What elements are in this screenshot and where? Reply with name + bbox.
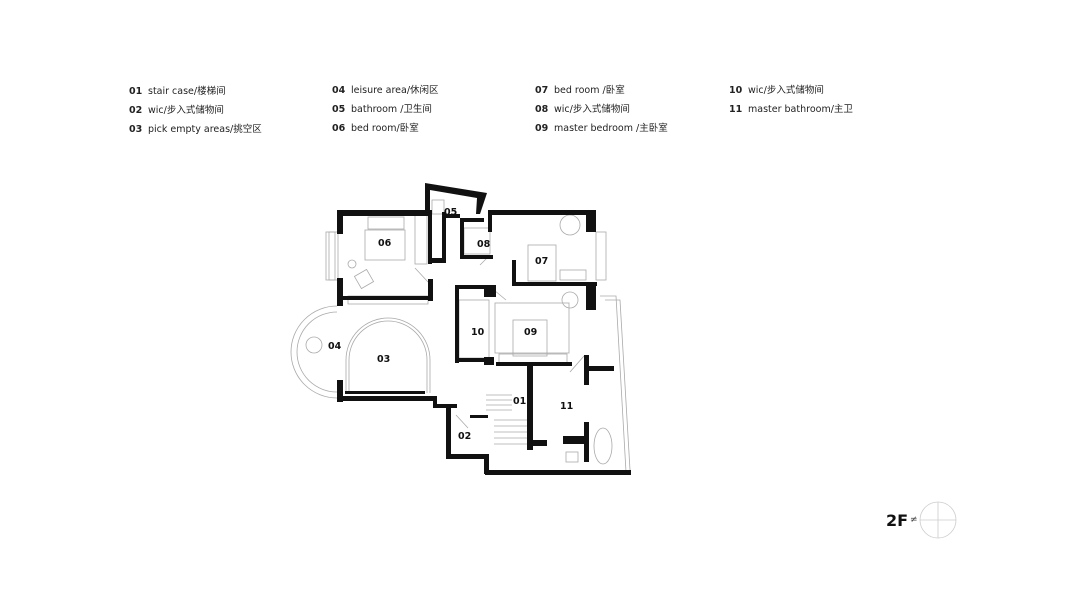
- compass-icon: [919, 501, 957, 539]
- legend-number: 10: [729, 85, 743, 96]
- room-label-04: 04: [328, 341, 342, 352]
- legend-label: bed room/卧室: [351, 123, 419, 134]
- legend-number: 02: [129, 105, 143, 116]
- walls: [337, 183, 631, 475]
- legend-number: 11: [729, 104, 743, 115]
- legend-item-08: 08 wic/步入式储物间: [535, 104, 630, 116]
- legend-label: stair case/楼梯间: [148, 86, 226, 97]
- room-label-10: 10: [471, 327, 485, 338]
- stairs: [486, 394, 527, 445]
- legend-item-03: 03 pick empty areas/挑空区: [129, 124, 262, 136]
- legend-item-06: 06 bed room/卧室: [332, 123, 419, 135]
- legend-number: 01: [129, 86, 143, 97]
- room-label-11: 11: [560, 401, 573, 412]
- legend-label: bathroom /卫生间: [351, 104, 432, 115]
- legend-number: 07: [535, 85, 549, 96]
- legend-item-05: 05 bathroom /卫生间: [332, 104, 432, 116]
- thin-lines: [290, 199, 631, 473]
- room-label-03: 03: [377, 354, 390, 365]
- room-label-07: 07: [535, 256, 548, 267]
- legend-label: master bedroom /主卧室: [554, 123, 668, 134]
- room-label-02: 02: [458, 431, 471, 442]
- legend-number: 09: [535, 123, 549, 134]
- legend-label: bed room /卧室: [554, 85, 625, 96]
- room-label-09: 09: [524, 327, 537, 338]
- legend-item-10: 10 wic/步入式储物间: [729, 85, 824, 97]
- legend-item-09: 09 master bedroom /主卧室: [535, 123, 668, 135]
- legend-item-02: 02 wic/步入式储物间: [129, 105, 224, 117]
- legend-label: pick empty areas/挑空区: [148, 124, 262, 135]
- legend-label: wic/步入式储物间: [748, 85, 824, 96]
- legend-number: 06: [332, 123, 346, 134]
- legend-label: wic/步入式储物间: [554, 104, 630, 115]
- room-label-06: 06: [378, 238, 392, 249]
- legend-number: 03: [129, 124, 143, 135]
- legend-label: wic/步入式储物间: [148, 105, 224, 116]
- legend-item-04: 04 leisure area/休闲区: [332, 85, 439, 97]
- room-label-01: 01: [513, 396, 526, 407]
- legend-item-01: 01 stair case/楼梯间: [129, 86, 226, 98]
- north-arrow-icon: ≠: [910, 515, 918, 525]
- floor-label: 2F: [886, 511, 909, 530]
- legend-number: 04: [332, 85, 346, 96]
- legend-number: 08: [535, 104, 549, 115]
- legend-label: leisure area/休闲区: [351, 85, 439, 96]
- legend-item-11: 11 master bathroom/主卫: [729, 104, 853, 116]
- legend-item-07: 07 bed room /卧室: [535, 85, 625, 97]
- room-label-08: 08: [477, 239, 491, 250]
- legend-label: master bathroom/主卫: [748, 104, 853, 115]
- legend-number: 05: [332, 104, 346, 115]
- room-label-05: 05: [444, 207, 457, 218]
